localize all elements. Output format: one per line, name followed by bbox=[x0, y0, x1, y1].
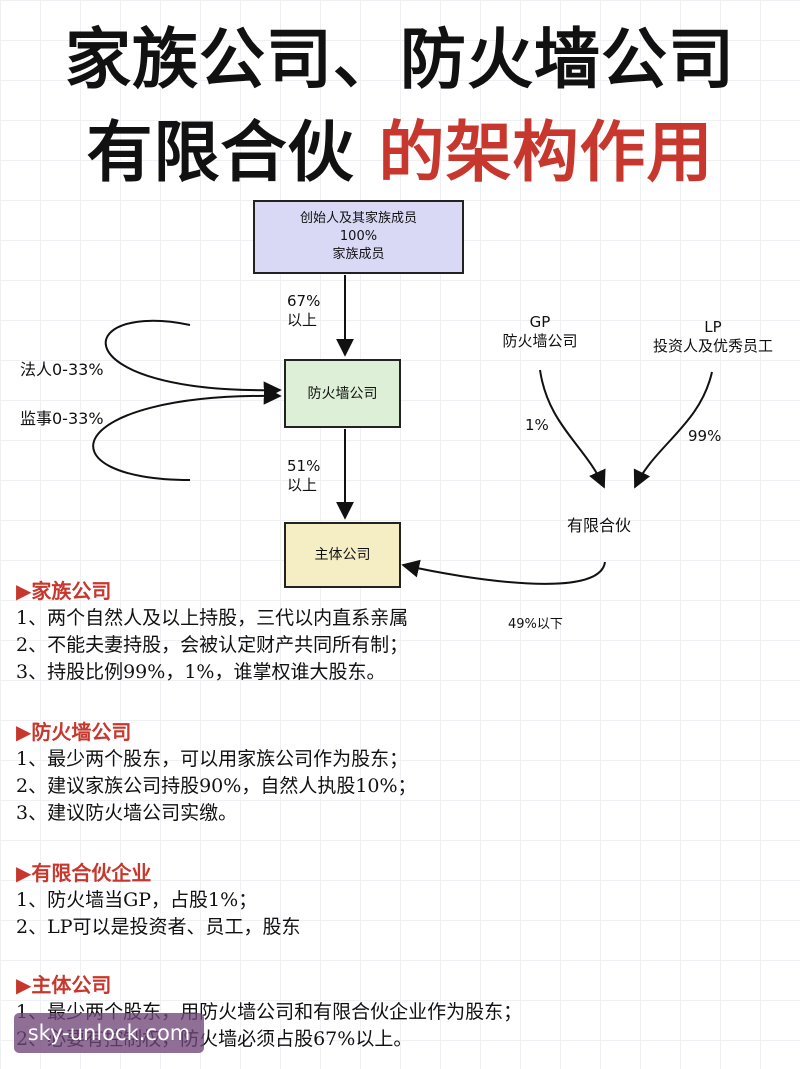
section-firewall-company: ▶防火墙公司 1、最少两个股东，可以用家族公司作为股东； 2、建议家族公司持股9… bbox=[16, 719, 786, 827]
section-heading: ▶主体公司 bbox=[16, 973, 112, 997]
list-item: 2、建议家族公司持股90%，自然人执股10%； bbox=[16, 775, 417, 797]
label-limited-partnership: 有限合伙 bbox=[567, 516, 632, 535]
section-heading: ▶有限合伙企业 bbox=[16, 861, 152, 885]
title-red-part: 的架构作用 bbox=[378, 114, 714, 191]
list-item: 2、LP可以是投资者、员工，股东 bbox=[16, 916, 301, 938]
page-title-line2: 有限合伙 的架构作用 bbox=[0, 113, 800, 193]
label-lp: LP 投资人及优秀员工 bbox=[638, 318, 788, 356]
section-family-company: ▶家族公司 1、两个自然人及以上持股，三代以内直系亲属 2、不能夫妻持股，会被认… bbox=[16, 578, 786, 686]
arrow-legal-person-curve bbox=[104, 319, 282, 400]
label-67-line2: 以上 bbox=[287, 311, 318, 329]
founder-box-line1: 创始人及其家族成员 bbox=[299, 211, 417, 226]
arrow-partnership-to-main bbox=[401, 559, 606, 585]
list-item: 3、持股比例99%，1%，谁掌权谁大股东。 bbox=[16, 661, 386, 683]
founder-box-line3: 家族成员 bbox=[332, 247, 385, 262]
label-legal-person: 法人0-33% bbox=[20, 360, 104, 379]
firewall-company-box: 防火墙公司 bbox=[284, 359, 401, 428]
page-title-line1: 家族公司、防火墙公司 bbox=[65, 21, 735, 98]
firewall-box-label: 防火墙公司 bbox=[307, 385, 378, 402]
founder-box-line2: 100% bbox=[339, 229, 378, 244]
arrow-lp-to-partnership bbox=[633, 371, 713, 489]
label-supervisor: 监事0-33% bbox=[20, 409, 104, 428]
section-heading: ▶家族公司 bbox=[16, 579, 112, 603]
watermark: sky-unlock.com bbox=[14, 1013, 204, 1053]
section-heading: ▶防火墙公司 bbox=[16, 720, 132, 744]
label-51-line1: 51% bbox=[287, 457, 321, 475]
list-item: 1、两个自然人及以上持股，三代以内直系亲属 bbox=[16, 607, 409, 629]
main-company-box: 主体公司 bbox=[284, 522, 401, 588]
arrow-supervisor-curve bbox=[92, 386, 282, 481]
gp-line1: GP bbox=[529, 313, 551, 331]
label-51-percent: 51% 以上 bbox=[287, 457, 320, 495]
section-limited-partnership: ▶有限合伙企业 1、防火墙当GP，占股1%； 2、LP可以是投资者、员工，股东 bbox=[16, 860, 786, 941]
label-67-percent: 67% 以上 bbox=[287, 292, 320, 330]
label-51-line2: 以上 bbox=[287, 476, 318, 494]
label-1-percent: 1% bbox=[525, 416, 549, 434]
list-item: 1、防火墙当GP，占股1%； bbox=[16, 889, 258, 911]
label-below-49-percent: 49%以下 bbox=[508, 617, 563, 632]
lp-line2: 投资人及优秀员工 bbox=[652, 337, 773, 355]
list-item: 1、最少两个股东，可以用家族公司作为股东； bbox=[16, 748, 409, 770]
title-black-part: 有限合伙 bbox=[86, 114, 355, 191]
label-67-line1: 67% bbox=[287, 292, 321, 310]
list-item: 3、建议防火墙公司实缴。 bbox=[16, 802, 238, 824]
arrow-gp-to-partnership bbox=[539, 369, 606, 489]
main-box-label: 主体公司 bbox=[314, 547, 371, 563]
lp-line1: LP bbox=[704, 318, 722, 336]
gp-line2: 防火墙公司 bbox=[502, 332, 578, 350]
list-item: 2、不能夫妻持股，会被认定财产共同所有制； bbox=[16, 634, 409, 656]
label-gp: GP 防火墙公司 bbox=[490, 313, 590, 351]
label-99-percent: 99% bbox=[688, 427, 722, 445]
founder-box: 创始人及其家族成员 100% 家族成员 bbox=[253, 200, 464, 274]
